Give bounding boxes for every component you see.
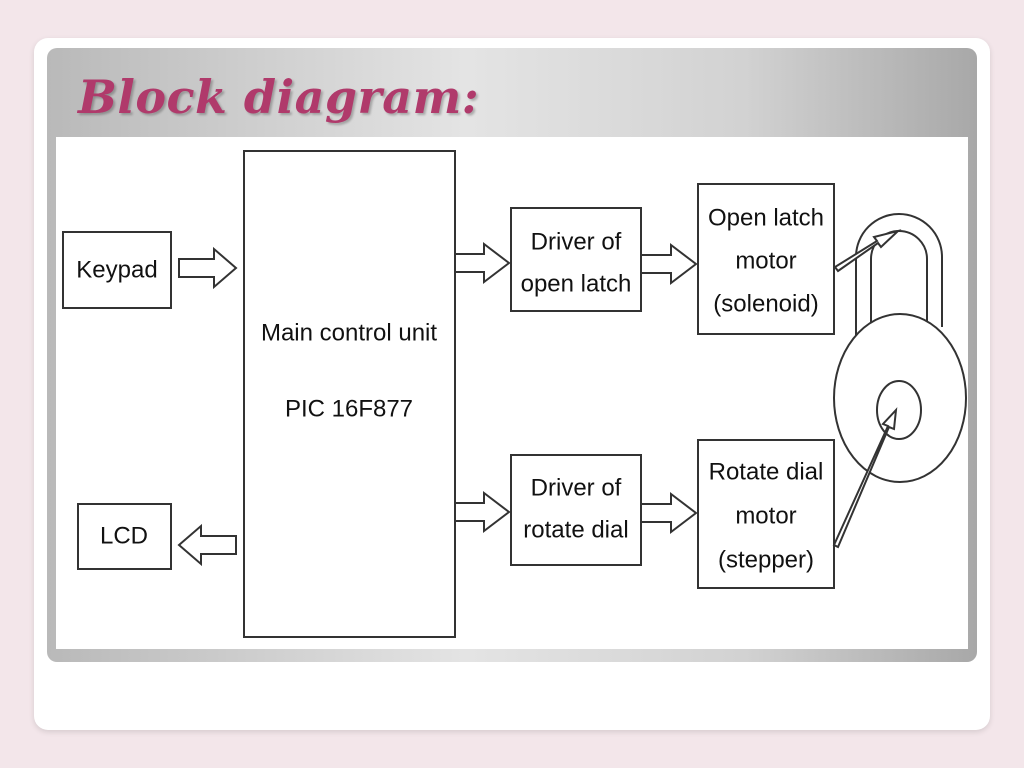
slide-title: Block diagram: [78, 70, 480, 124]
padlock-shackle-outer [855, 213, 943, 347]
driver-open-latch-block: Driver of open latch [510, 207, 642, 312]
arrow-driver-to-open-latch-motor [640, 242, 698, 286]
arrow-driver-to-rotate-dial-motor [640, 491, 698, 535]
arrow-main-to-driver-rotate-dial [454, 490, 511, 534]
rotate-dial-motor-line3: (stepper) [718, 546, 814, 573]
rotate-dial-motor-line1: Rotate dial [709, 458, 824, 485]
main-unit-label: Main control unit [261, 319, 437, 346]
block-diagram: Keypad LCD Main control unit PIC 16F877 … [62, 150, 967, 638]
open-latch-motor-line2: motor [735, 247, 796, 274]
driver-rotate-dial-block: Driver of rotate dial [510, 454, 642, 566]
driver-open-latch-line1: Driver of [531, 228, 622, 255]
arrow-main-to-lcd [177, 523, 237, 567]
driver-open-latch-line2: open latch [521, 270, 632, 297]
driver-rotate-dial-line1: Driver of [531, 474, 622, 501]
pointer-to-shackle [833, 229, 902, 273]
lcd-block: LCD [77, 503, 172, 570]
main-unit-chip-label: PIC 16F877 [285, 395, 413, 422]
arrow-keypad-to-main [178, 246, 238, 290]
rotate-dial-motor-line2: motor [735, 502, 796, 529]
open-latch-motor-line1: Open latch [708, 204, 824, 231]
arrow-main-to-driver-open-latch [454, 241, 511, 285]
padlock-illustration [832, 213, 967, 549]
driver-rotate-dial-line2: rotate dial [523, 516, 628, 543]
keypad-label: Keypad [76, 256, 157, 283]
padlock-dial [876, 380, 922, 440]
keypad-block: Keypad [62, 231, 172, 309]
open-latch-motor-block: Open latch motor (solenoid) [697, 183, 835, 335]
rotate-dial-motor-block: Rotate dial motor (stepper) [697, 439, 835, 589]
diagram-canvas: Keypad LCD Main control unit PIC 16F877 … [56, 137, 968, 649]
lcd-label: LCD [100, 522, 148, 549]
open-latch-motor-line3: (solenoid) [713, 290, 818, 317]
main-control-unit-block: Main control unit PIC 16F877 [243, 150, 456, 638]
pointer-to-dial [832, 407, 898, 549]
padlock-body [833, 313, 967, 483]
